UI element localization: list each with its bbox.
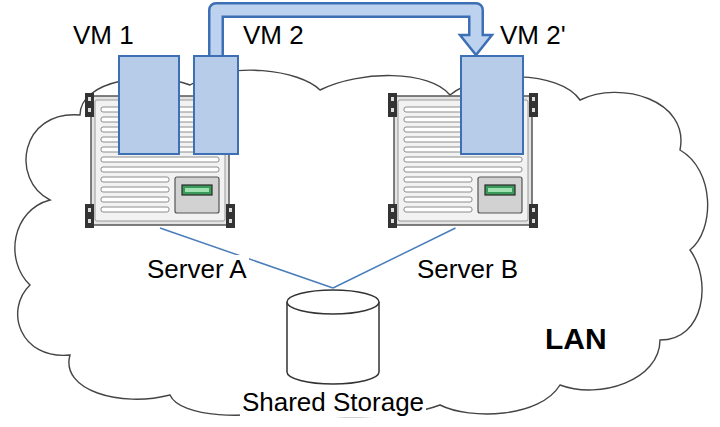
node-label: VM 2' xyxy=(500,21,566,50)
network-label: LAN xyxy=(545,322,607,355)
node-label: Server A xyxy=(145,255,249,284)
vm-box: VM 2 xyxy=(193,55,239,155)
node-label: VM 1 xyxy=(73,21,134,50)
shared-storage: Shared Storage xyxy=(285,288,381,386)
vm-box: VM 1 xyxy=(118,55,180,155)
node-label: VM 2 xyxy=(243,21,304,50)
lan-cloud: LAN Server A Server B Shared Storage xyxy=(0,60,720,427)
node-label: Shared Storage xyxy=(240,388,426,417)
vm-box: VM 2' xyxy=(460,55,524,155)
node-label: Server B xyxy=(415,255,520,284)
storage-cylinder xyxy=(285,288,381,386)
migration-arrow xyxy=(216,10,492,55)
